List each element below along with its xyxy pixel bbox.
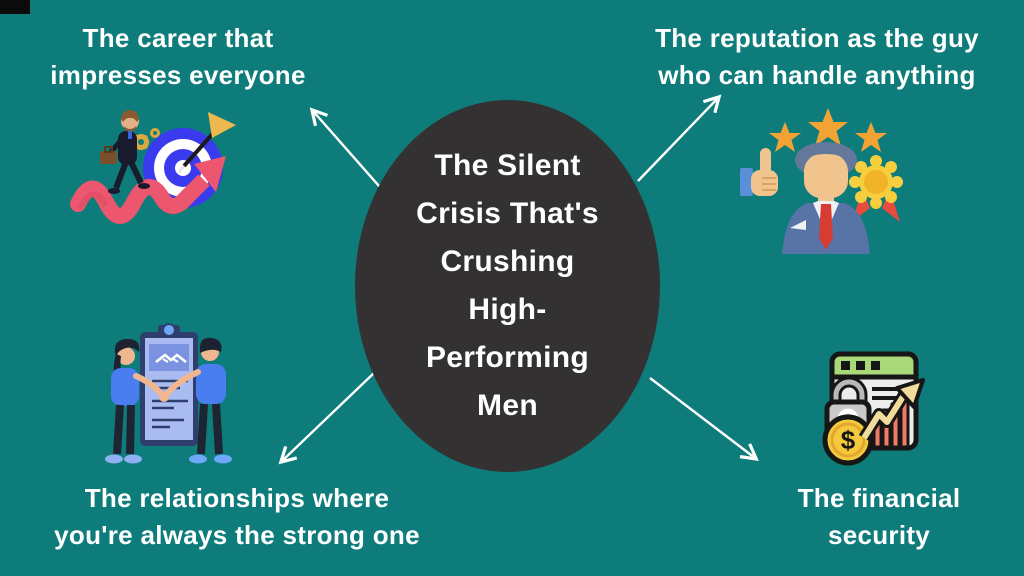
center-title-line: Performing	[425, 341, 590, 374]
label-financial: The financial security	[764, 480, 994, 554]
star-icon	[769, 122, 801, 152]
dollar-sign: $	[841, 425, 856, 455]
connector-arrow-bottom-left	[282, 372, 375, 461]
label-reputation-line2: who can handle anything	[658, 60, 976, 90]
label-relationships-line2: you're always the strong one	[54, 520, 420, 550]
label-career: The career that impresses everyone	[18, 20, 338, 94]
label-career-line1: The career that	[82, 23, 274, 53]
label-relationships: The relationships where you're always th…	[17, 480, 457, 554]
label-financial-line1: The financial	[797, 483, 961, 513]
center-title-line: Crisis That's	[416, 197, 599, 230]
label-career-line2: impresses everyone	[50, 60, 306, 90]
star-icon	[808, 108, 848, 146]
center-title-line: Crushing	[440, 245, 575, 278]
label-financial-line2: security	[827, 520, 931, 550]
relationships-handshake-icon	[96, 320, 241, 470]
center-ellipse	[355, 100, 660, 472]
financial-security-icon: $	[808, 350, 935, 472]
label-relationships-line1: The relationships where	[84, 483, 390, 513]
connector-arrow-top-right	[637, 98, 718, 182]
connector-arrow-top-left	[313, 111, 387, 195]
center-title-line: The Silent	[434, 149, 581, 182]
star-icon	[855, 122, 887, 152]
career-target-icon	[70, 106, 240, 241]
center-title-line: High-	[468, 293, 547, 326]
connector-arrow-bottom-right	[649, 377, 755, 458]
center-title: The Silent Crisis That's Crushing High- …	[345, 100, 670, 472]
corner-mark	[0, 0, 30, 14]
label-reputation-line1: The reputation as the guy	[655, 23, 979, 53]
center-title-line: Men	[477, 389, 538, 422]
label-reputation: The reputation as the guy who can handle…	[617, 20, 1017, 94]
reputation-thumbs-up-icon	[738, 106, 918, 254]
